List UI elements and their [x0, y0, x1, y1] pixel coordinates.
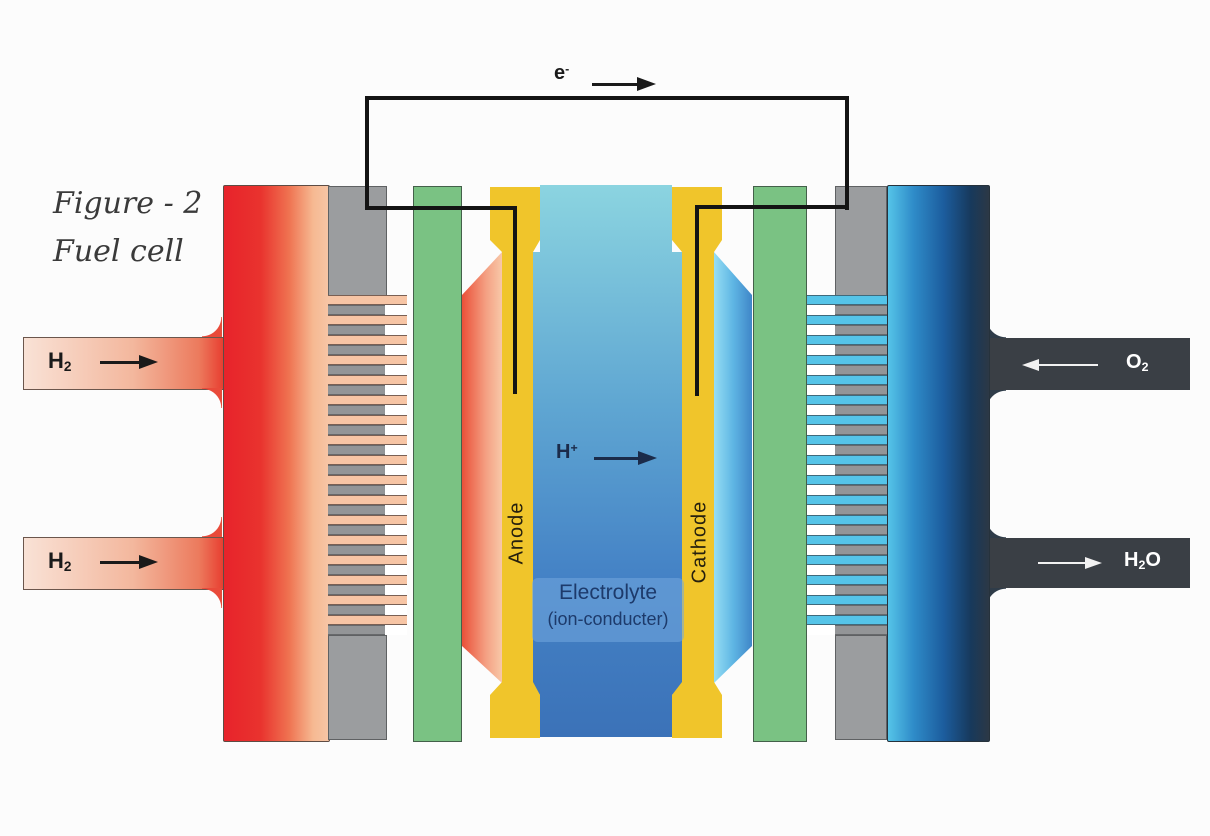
proton-symbol: H	[556, 441, 571, 463]
circuit-wire-left-riser	[365, 96, 369, 210]
figure-caption: Figure - 2 Fuel cell	[53, 186, 202, 269]
water-label: H2O	[1124, 549, 1161, 572]
anode-label: Anode	[505, 501, 528, 565]
arrow-head	[139, 555, 158, 569]
electrolyte	[533, 185, 682, 737]
arrow-head	[1085, 557, 1102, 569]
water-flow-arrow	[1038, 556, 1102, 570]
arrow-shaft	[592, 82, 637, 86]
water-h-symbol: H	[1124, 549, 1139, 571]
gasket-left	[413, 186, 462, 742]
oxygen-flow-plate	[887, 185, 990, 742]
comb-teeth-left	[328, 295, 385, 635]
electron-symbol: e	[554, 62, 566, 84]
water-o-symbol: O	[1145, 549, 1161, 571]
figure-caption-line2: Fuel cell	[53, 234, 184, 269]
fillet	[986, 318, 1006, 338]
figure-caption-line1: Figure - 2	[53, 186, 203, 221]
bipolar-plate-right-bottom	[835, 635, 887, 740]
diffusion-layer-left	[462, 252, 502, 683]
hydrogen-flow-plate	[223, 185, 330, 742]
electron-charge: -	[565, 62, 570, 77]
proton-label: H+	[556, 441, 578, 464]
circuit-wire-left-horizontal	[365, 206, 517, 210]
oxygen-flow-arrow	[1022, 358, 1098, 372]
circuit-wire-right-riser	[845, 96, 849, 210]
hydrogen-inlet-channel-top	[23, 337, 224, 390]
fillet	[202, 388, 222, 408]
proton-charge: +	[570, 441, 578, 456]
electron-flow-arrow	[592, 77, 656, 91]
fillet	[986, 390, 1006, 410]
hydrogen-subscript: 2	[63, 359, 72, 375]
arrow-head	[638, 451, 657, 465]
proton-flow-arrow	[594, 451, 657, 465]
arrow-shaft	[594, 456, 638, 460]
hydrogen-flow-arrow-bottom	[100, 555, 158, 569]
electron-label: e-	[554, 62, 569, 85]
flow-field-comb-right	[805, 295, 887, 635]
hydrogen-symbol: H	[48, 548, 64, 573]
fillet	[986, 588, 1006, 608]
oxygen-subscript: 2	[1141, 360, 1149, 375]
arrow-head	[637, 77, 656, 91]
arrow-shaft	[1038, 561, 1085, 565]
electrolyte-label-line1: Electrolyte	[558, 581, 658, 604]
cathode-lead-wire	[695, 205, 699, 396]
oxygen-symbol: O	[1126, 351, 1142, 373]
hydrogen-flow-arrow-top	[100, 355, 158, 369]
arrow-shaft	[1039, 363, 1098, 367]
circuit-wire-top	[365, 96, 849, 100]
bipolar-plate-left-bottom	[328, 635, 387, 740]
hydrogen-subscript: 2	[63, 559, 72, 575]
hydrogen-label-bottom: H2	[48, 548, 71, 574]
fillet	[986, 518, 1006, 538]
arrow-shaft	[100, 560, 139, 564]
hydrogen-symbol: H	[48, 348, 64, 373]
electrolyte-label-line2: (ion-conducter)	[547, 609, 669, 629]
fillet	[202, 517, 222, 537]
fillet	[202, 588, 222, 608]
hydrogen-label-top: H2	[48, 348, 71, 374]
anode-lead-wire	[513, 206, 517, 394]
arrow-head	[1022, 359, 1039, 371]
water-subscript: 2	[1138, 558, 1146, 573]
circuit-wire-right-horizontal	[697, 205, 849, 209]
cathode-label: Cathode	[688, 500, 711, 584]
arrow-head	[139, 355, 158, 369]
comb-teeth-right	[835, 295, 887, 635]
flow-field-comb-left	[328, 295, 407, 635]
bipolar-plate-right-top	[835, 186, 887, 297]
diffusion-layer-right	[714, 252, 752, 683]
fillet	[202, 317, 222, 337]
oxygen-label: O2	[1126, 351, 1148, 374]
gasket-right	[753, 186, 807, 742]
electrolyte-label-box: Electrolyte (ion-conducter)	[532, 578, 684, 642]
arrow-shaft	[100, 360, 139, 364]
bipolar-plate-left-top	[328, 186, 387, 297]
hydrogen-inlet-channel-bottom	[23, 537, 224, 590]
